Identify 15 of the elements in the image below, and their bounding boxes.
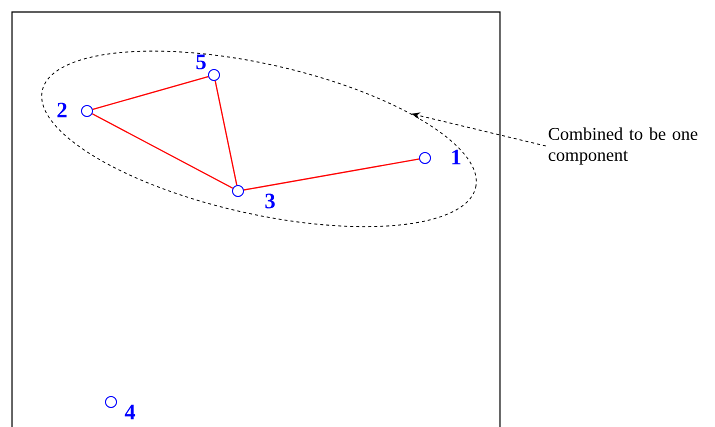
vertex-circle: [419, 152, 431, 164]
callout-text: Combined to be one component: [548, 127, 698, 165]
vertex-circle: [232, 185, 244, 197]
vertex-circle: [81, 105, 93, 117]
vertex-number: 5: [196, 54, 206, 70]
vertex-number: 1: [452, 150, 460, 164]
vertex-circle: [208, 69, 220, 81]
vertex-number: 4: [124, 404, 136, 420]
edge-line: [92, 113, 233, 189]
vertex-number: 2: [57, 102, 67, 118]
vertex-circle: [105, 396, 117, 408]
edge-line: [244, 158, 420, 191]
vertex-number: 3: [265, 194, 275, 208]
edge-line: [92, 76, 208, 110]
edge-line: [214, 80, 238, 186]
